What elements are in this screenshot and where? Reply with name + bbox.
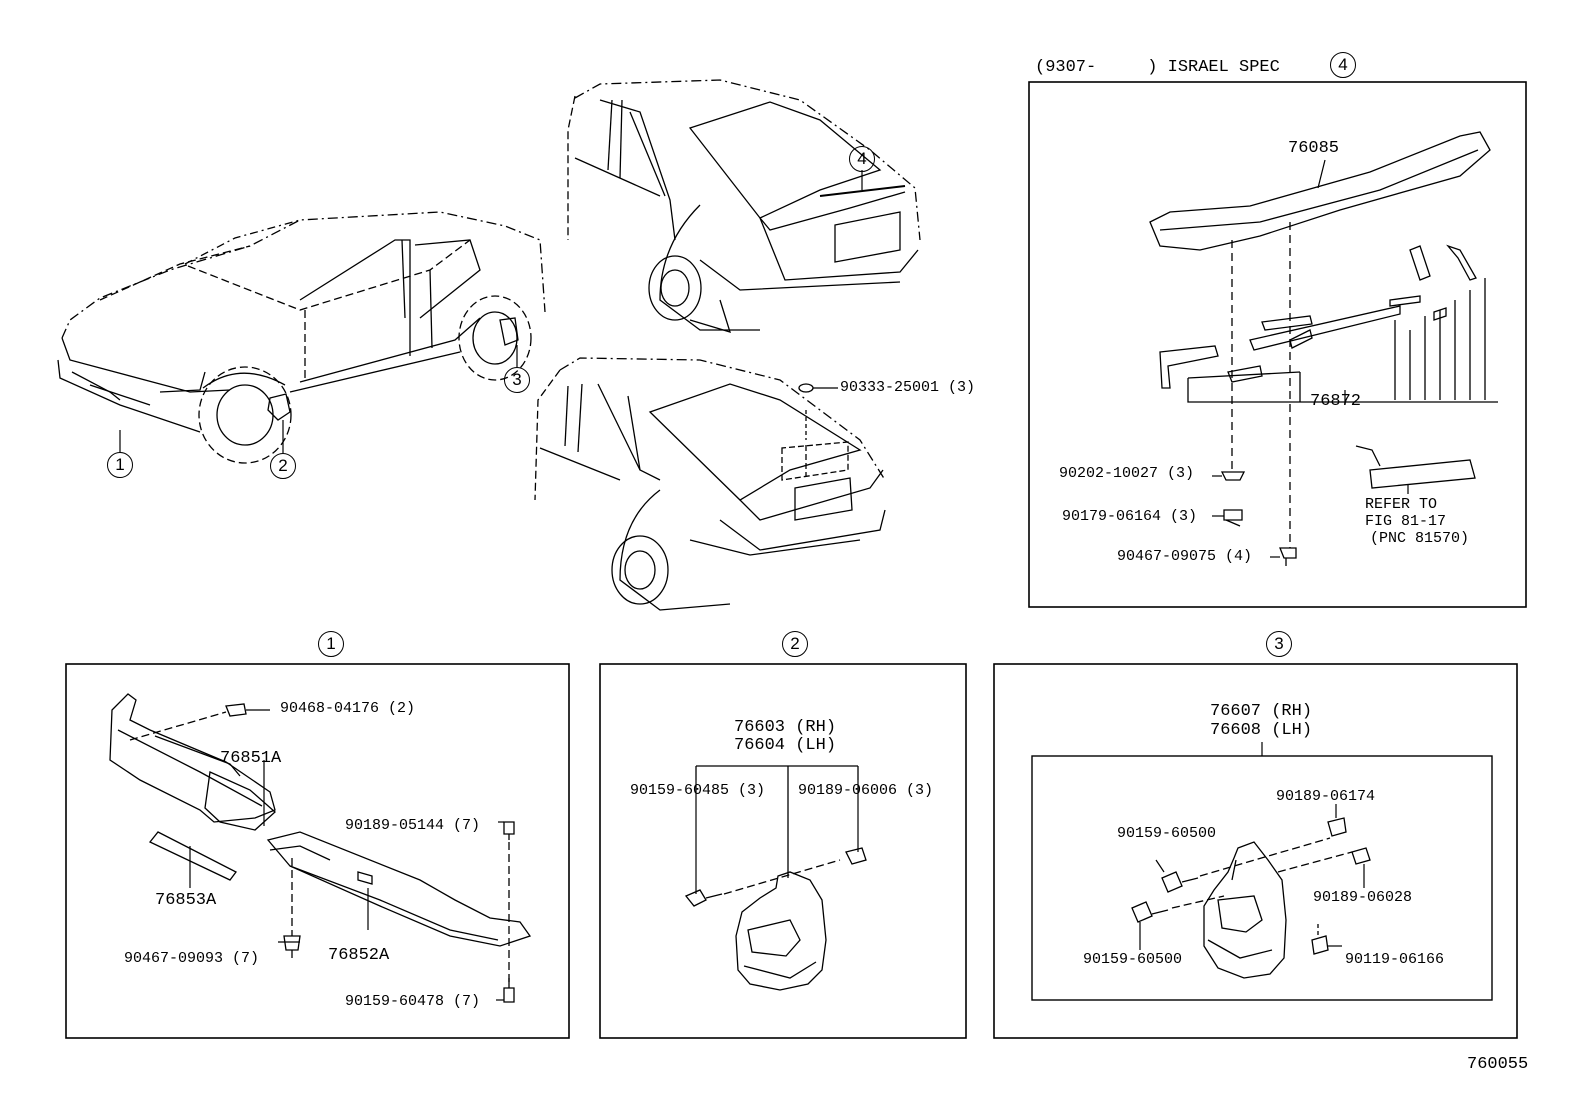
part-76852A: 76852A xyxy=(328,946,390,965)
refer-line-1: REFER TO xyxy=(1365,496,1438,513)
car-rear-view-upper xyxy=(567,79,921,333)
part-76872: 76872 xyxy=(1310,392,1362,411)
panel-2-frame xyxy=(599,663,967,1039)
part-90202-10027: 90202-10027 (3) xyxy=(1059,465,1195,482)
part-76853A: 76853A xyxy=(155,891,217,910)
callout-1: 1 xyxy=(107,452,133,478)
part-90179-06164: 90179-06164 (3) xyxy=(1062,508,1198,525)
callout-2: 2 xyxy=(270,453,296,479)
part-90467-09075: 90467-09075 (4) xyxy=(1117,548,1253,565)
car-front-view xyxy=(57,211,546,464)
part-90468-04176: 90468-04176 (2) xyxy=(280,700,416,717)
panel-4-frame xyxy=(1028,81,1527,608)
part-90189-05144: 90189-05144 (7) xyxy=(345,817,481,834)
part-90159-60485: 90159-60485 (3) xyxy=(630,782,766,799)
refer-line-2: FIG 81-17 xyxy=(1365,513,1447,530)
panel-3-frame xyxy=(993,663,1518,1039)
part-76851A: 76851A xyxy=(220,749,282,768)
section-1-callout: 1 xyxy=(318,631,344,657)
part-90159-60478: 90159-60478 (7) xyxy=(345,993,481,1010)
refer-line-3: (PNC 81570) xyxy=(1370,530,1470,547)
callout-4: 4 xyxy=(849,146,875,172)
overview-clip-label: 90333-25001 (3) xyxy=(840,379,976,396)
part-90189-06006: 90189-06006 (3) xyxy=(798,782,934,799)
rear-mudguard-drawing xyxy=(1131,742,1371,979)
part-90467-09093: 90467-09093 (7) xyxy=(124,950,260,967)
part-76608-lh: 76608 (LH) xyxy=(1210,721,1313,740)
part-76604-lh: 76604 (LH) xyxy=(734,736,837,755)
front-mudguard-drawing xyxy=(684,765,867,991)
part-76607-rh: 76607 (RH) xyxy=(1210,702,1313,721)
figure-number: 760055 xyxy=(1467,1055,1529,1074)
section-3-callout: 3 xyxy=(1266,631,1292,657)
car-rear-view-lower xyxy=(534,357,886,611)
part-90119-06166: 90119-06166 xyxy=(1345,951,1445,968)
panel-1-frame xyxy=(65,663,570,1039)
part-90159-60500-top: 90159-60500 xyxy=(1117,825,1217,842)
rear-spoiler-drawing xyxy=(1149,131,1498,566)
part-90159-60500-bottom: 90159-60500 xyxy=(1083,951,1183,968)
callout-3: 3 xyxy=(504,367,530,393)
part-76603-rh: 76603 (RH) xyxy=(734,718,837,737)
part-90189-06174: 90189-06174 xyxy=(1276,788,1376,805)
part-90189-06028: 90189-06028 xyxy=(1313,889,1413,906)
part-76085: 76085 xyxy=(1288,139,1340,158)
callout-4-header: 4 xyxy=(1330,52,1356,78)
spec-code-label: (9307- ) ISRAEL SPEC xyxy=(1035,58,1280,77)
section-2-callout: 2 xyxy=(782,631,808,657)
front-spoiler-drawing xyxy=(109,693,532,1003)
